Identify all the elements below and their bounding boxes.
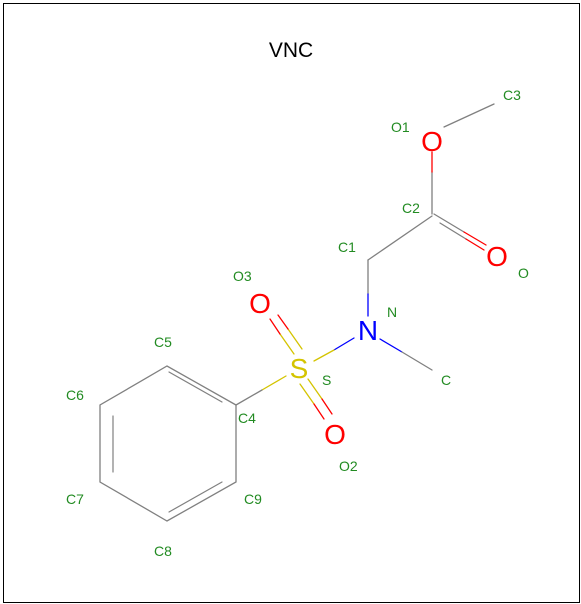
bond-n-c-a xyxy=(379,338,403,353)
aromatic-bond-c8-c9 xyxy=(168,481,223,513)
atom-s: S xyxy=(290,353,309,384)
label-c5: C5 xyxy=(154,334,172,350)
bond-s-c4-a xyxy=(261,375,287,391)
atom-o1: O xyxy=(421,126,443,157)
bond-s-o3-b2 xyxy=(277,314,289,330)
atoms: O O N S O O xyxy=(249,126,508,450)
label-c9: C9 xyxy=(244,491,262,507)
diagram-title: VNC xyxy=(269,39,313,62)
bond-n-c-b xyxy=(401,351,433,371)
label-o1: O1 xyxy=(391,119,410,135)
aromatic-bond-c4-c5 xyxy=(168,371,223,403)
label-c2: C2 xyxy=(402,200,420,216)
bond-s-o2-a1 xyxy=(299,383,315,405)
label-c6: C6 xyxy=(66,387,84,403)
bond-s-o2-a2 xyxy=(313,403,325,420)
bond-s-o3-b1 xyxy=(287,328,303,350)
bond-c2-o-b1 xyxy=(439,222,467,240)
label-c: C xyxy=(441,372,451,388)
label-c1: C1 xyxy=(338,239,356,255)
atom-o: O xyxy=(486,241,508,272)
label-c3: C3 xyxy=(503,87,521,103)
bond-c1-c2 xyxy=(367,215,433,261)
bond-o1-c3 xyxy=(443,103,495,128)
molecule-diagram: VNC xyxy=(66,39,529,559)
label-s: S xyxy=(322,372,331,388)
label-o2: O2 xyxy=(339,458,358,474)
label-n: N xyxy=(387,304,397,320)
bonds xyxy=(99,103,495,522)
label-o3: O3 xyxy=(233,268,252,284)
bond-n-s-a xyxy=(333,337,355,351)
bond-s-o2-b2 xyxy=(321,398,333,415)
bond-c2-o-a2 xyxy=(463,231,487,246)
bond-c2-o-a1 xyxy=(433,213,465,233)
label-o: O xyxy=(518,265,529,281)
atom-o2: O xyxy=(324,419,346,450)
label-c4: C4 xyxy=(238,410,256,426)
benzene-ring xyxy=(99,365,237,522)
atom-o3: O xyxy=(249,288,271,319)
bond-s-o2-b1 xyxy=(307,378,323,400)
bond-s-o3-a1 xyxy=(279,333,295,355)
atom-labels: C3 O1 C2 C1 O O3 N C5 S C C6 C4 O2 C7 C9… xyxy=(66,87,529,559)
bond-n-s-b xyxy=(313,349,335,362)
bond-s-c4-b xyxy=(235,389,263,406)
label-c7: C7 xyxy=(66,491,84,507)
bond-c2-o-b2 xyxy=(465,238,485,251)
atom-n: N xyxy=(358,315,378,346)
diagram-frame: VNC xyxy=(3,3,580,603)
label-c8: C8 xyxy=(154,543,172,559)
bond-s-o3-a2 xyxy=(269,318,281,335)
